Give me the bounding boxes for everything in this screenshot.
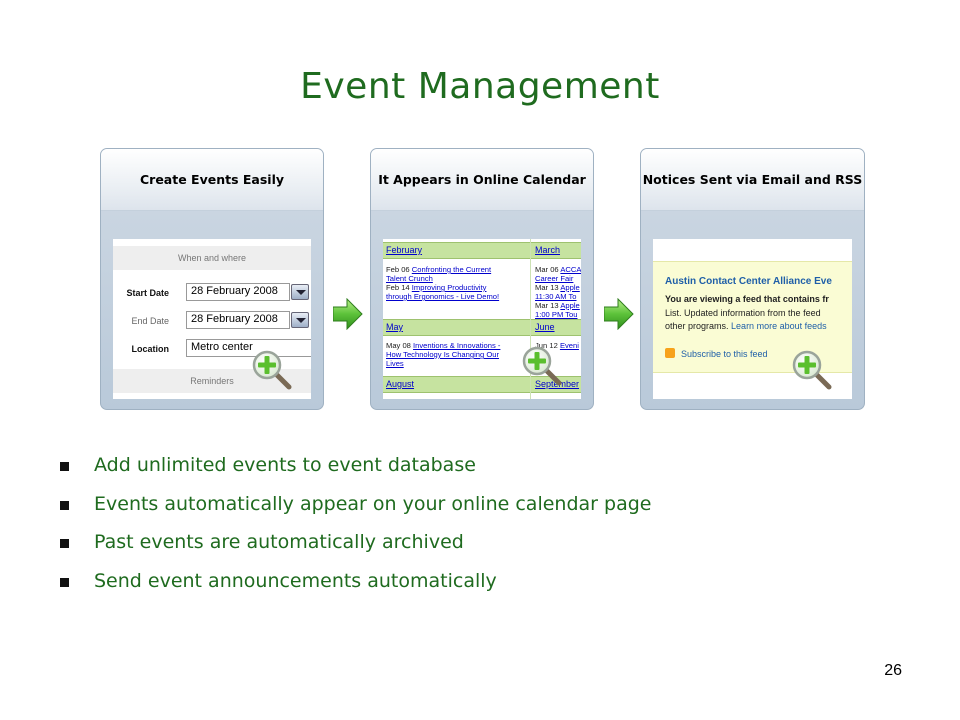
calendar-entry[interactable]: Feb 06 Confronting the Current bbox=[386, 265, 492, 274]
bullet-square-icon bbox=[60, 462, 69, 471]
calendar-entry[interactable]: 1:00 PM Tou bbox=[535, 310, 578, 319]
panel-email-rss: Notices Sent via Email and RSS Austin Co… bbox=[640, 148, 865, 410]
feed-info-text: List. Updated information from the feed bbox=[665, 308, 821, 318]
end-date-row: End Date 28 February 2008 bbox=[113, 311, 311, 331]
location-label: Location bbox=[131, 344, 170, 354]
subscribe-link[interactable]: Subscribe to this feed bbox=[665, 348, 768, 359]
month-link[interactable]: August bbox=[386, 379, 415, 389]
end-date-picker-button[interactable] bbox=[291, 312, 309, 328]
month-link[interactable]: March bbox=[535, 245, 561, 255]
bullet-square-icon bbox=[60, 577, 69, 587]
feed-screenshot: Austin Contact Center Alliance Eve You a… bbox=[653, 239, 852, 399]
panel-create-events: Create Events Easily When and where Star… bbox=[100, 148, 324, 410]
calendar-entry[interactable]: Feb 14 Improving Productivity bbox=[386, 283, 487, 292]
calendar-entry[interactable]: Jun 12 Eveni bbox=[535, 341, 579, 350]
calendar-entry[interactable]: through Ergonomics - Live Demo! bbox=[386, 292, 500, 301]
start-date-row: Start Date 28 February 2008 bbox=[113, 283, 311, 303]
start-date-label: Start Date bbox=[126, 288, 169, 298]
panel-heading: It Appears in Online Calendar bbox=[371, 149, 593, 211]
month-link[interactable]: February bbox=[386, 245, 423, 255]
feed-title: Austin Contact Center Alliance Eve bbox=[665, 276, 832, 287]
form-section-header: When and where bbox=[113, 246, 311, 270]
bullet-square-icon bbox=[60, 500, 69, 510]
start-date-picker-button[interactable] bbox=[291, 284, 309, 300]
calendar-entry[interactable]: May 08 Inventions & Innovations - bbox=[386, 341, 501, 350]
month-link[interactable]: May bbox=[386, 322, 404, 332]
zoom-in-icon[interactable] bbox=[789, 347, 833, 391]
feed-notice-text: You are viewing a feed that contains fr bbox=[665, 294, 829, 304]
panel-heading: Notices Sent via Email and RSS bbox=[641, 149, 864, 211]
calendar-entry[interactable]: How Technology Is Changing Our bbox=[386, 350, 499, 359]
calendar-entry[interactable]: Mar 13 Apple bbox=[535, 283, 580, 292]
start-date-input[interactable]: 28 February 2008 bbox=[186, 283, 290, 301]
bullet-square-icon bbox=[60, 539, 69, 548]
zoom-in-icon[interactable] bbox=[519, 343, 563, 387]
panel-online-calendar: It Appears in Online Calendar February M… bbox=[370, 148, 594, 410]
learn-more-link[interactable]: Learn more about feeds bbox=[731, 321, 827, 331]
calendar-entry[interactable]: 11:30 AM To bbox=[535, 292, 577, 301]
zoom-in-icon[interactable] bbox=[249, 347, 293, 391]
bullet-item: Add unlimited events to event database bbox=[60, 454, 651, 493]
bullet-text: Add unlimited events to event database bbox=[94, 454, 476, 476]
calendar-month-bar: February March bbox=[383, 242, 581, 259]
page-number: 26 bbox=[884, 662, 902, 679]
location-row: Location Metro center bbox=[113, 339, 311, 359]
calendar-entry[interactable]: Mar 13 Apple bbox=[535, 301, 580, 310]
bullet-item: Events automatically appear on your onli… bbox=[60, 493, 651, 532]
event-form-screenshot: When and where Start Date 28 February 20… bbox=[113, 239, 311, 399]
calendar-entry[interactable]: Lives bbox=[386, 359, 404, 368]
right-arrow-icon bbox=[604, 298, 634, 330]
panel-heading: Create Events Easily bbox=[101, 149, 323, 211]
right-arrow-icon bbox=[333, 298, 363, 330]
rss-feed-icon bbox=[665, 348, 675, 358]
calendar-entry[interactable]: Mar 06 ACCA bbox=[535, 265, 581, 274]
end-date-label: End Date bbox=[131, 316, 169, 326]
calendar-month-bar: May June bbox=[383, 319, 581, 336]
bullet-text: Send event announcements automatically bbox=[94, 569, 497, 592]
column-divider bbox=[530, 239, 531, 399]
month-link[interactable]: June bbox=[535, 322, 555, 332]
feed-info-text: other programs. Learn more about feeds bbox=[665, 321, 827, 331]
feed-notice-box: Austin Contact Center Alliance Eve You a… bbox=[653, 261, 852, 373]
bullet-list: Add unlimited events to event database E… bbox=[60, 454, 651, 608]
bullet-item: Send event announcements automatically bbox=[60, 570, 651, 609]
calendar-entry[interactable]: Career Fair bbox=[535, 274, 574, 283]
bullet-item: Past events are automatically archived bbox=[60, 531, 651, 570]
page-title: Event Management bbox=[300, 66, 660, 107]
bullet-text: Events automatically appear on your onli… bbox=[94, 492, 652, 515]
bullet-text: Past events are automatically archived bbox=[94, 531, 464, 553]
calendar-entry[interactable]: Talent Crunch bbox=[386, 274, 433, 283]
end-date-input[interactable]: 28 February 2008 bbox=[186, 311, 290, 329]
calendar-screenshot: February March Feb 06 Confronting the Cu… bbox=[383, 239, 581, 399]
location-input[interactable]: Metro center bbox=[186, 339, 311, 357]
